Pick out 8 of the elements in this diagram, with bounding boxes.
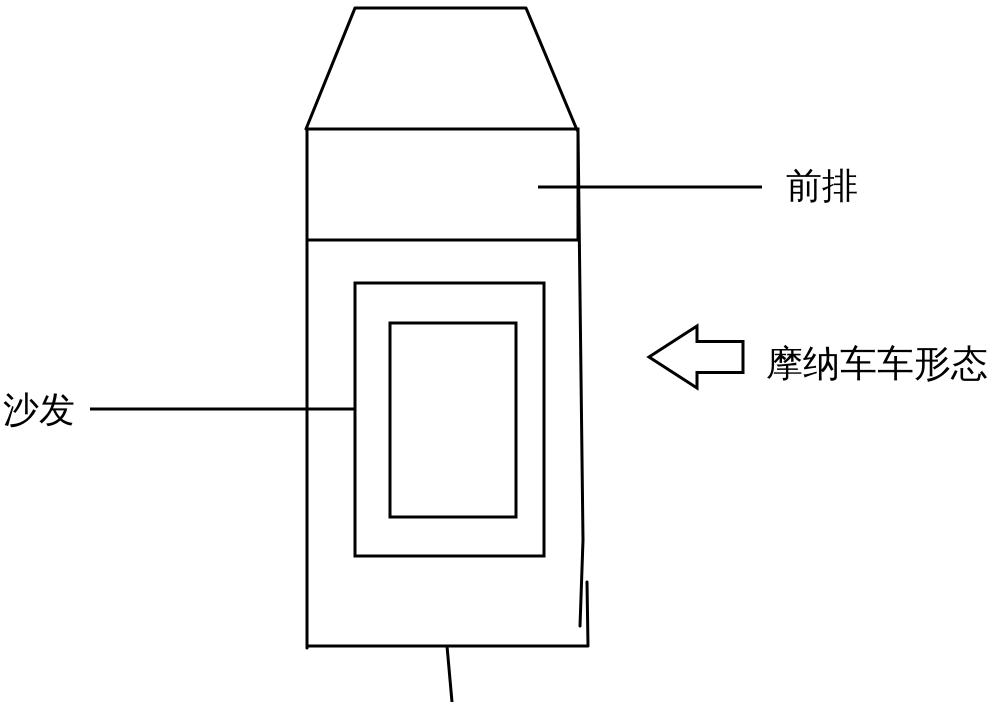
callout-label: 前排 — [786, 169, 858, 205]
arrow-label: 摩纳车车形态 — [766, 345, 988, 382]
sofa-drawing — [353, 281, 546, 558]
hollow-arrow — [646, 323, 744, 391]
callout-label: 沙发 — [3, 393, 75, 429]
leader-line — [90, 408, 355, 410]
front-row-section — [305, 127, 580, 242]
leader-line — [538, 186, 762, 188]
